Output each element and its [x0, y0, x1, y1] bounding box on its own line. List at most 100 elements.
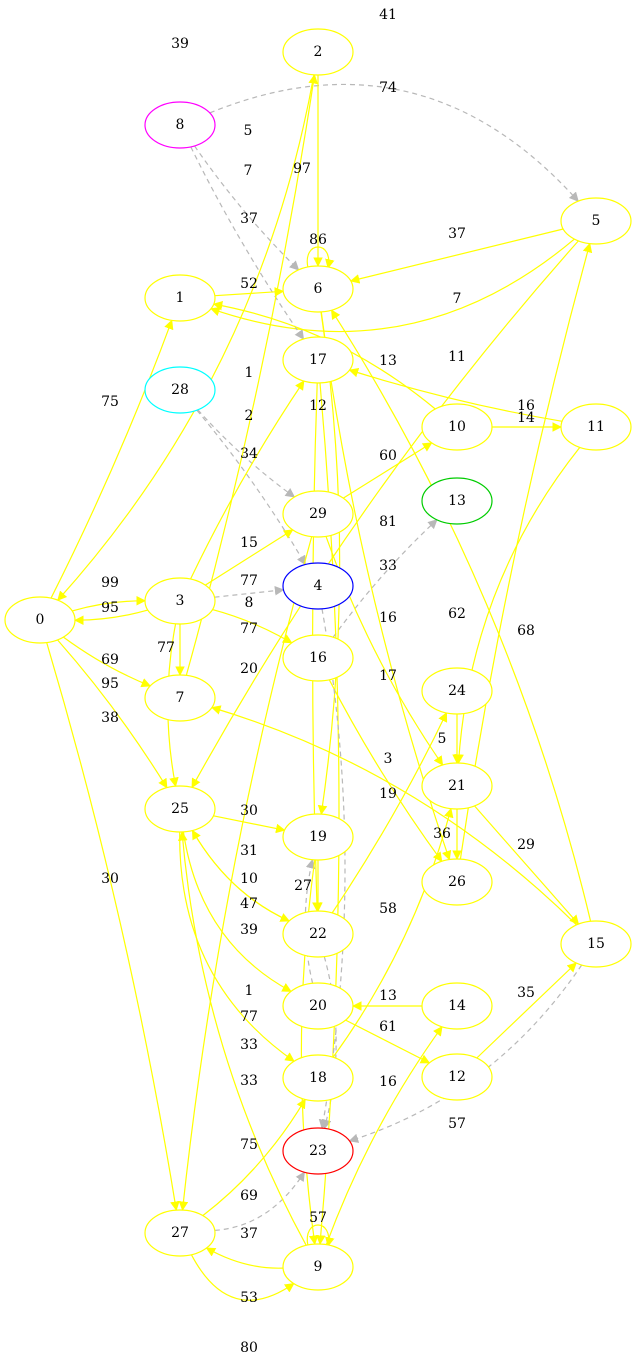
node-17[interactable]: 17 [282, 336, 354, 384]
node-27-label: 27 [171, 1225, 189, 1241]
edge-label-0-to-1: 75 [101, 394, 119, 410]
node-16-shape [282, 634, 354, 682]
edge-label-10-to-1: 13 [379, 353, 397, 369]
edge-label-3-to-25: 69 [101, 652, 119, 668]
node-19[interactable]: 19 [282, 813, 354, 861]
edge-22-to-23 [321, 956, 337, 1130]
node-29[interactable]: 29 [282, 490, 354, 538]
edge-label-15-to-23: 57 [448, 1116, 466, 1132]
node-23[interactable]: 23 [282, 1127, 354, 1175]
node-7[interactable]: 7 [144, 674, 216, 722]
node-15[interactable]: 15 [560, 920, 632, 968]
edge-21-to-15 [474, 805, 580, 925]
edge-5-to-6 [349, 228, 564, 284]
node-2[interactable]: 2 [282, 28, 354, 76]
node-9-label: 9 [314, 1259, 323, 1275]
node-13[interactable]: 13 [421, 477, 493, 525]
edge-label-25-to-18: 75 [240, 1137, 258, 1153]
edge-label-22-to-23: 1 [245, 983, 254, 999]
node-10[interactable]: 10 [421, 403, 493, 451]
node-25[interactable]: 25 [144, 785, 216, 833]
edge-22-to-24 [331, 712, 448, 914]
edge-label-17-to-9: 77 [240, 1009, 258, 1025]
edge-label-22-to-24: 19 [379, 786, 397, 802]
edge-label-27-to-9: 80 [240, 1340, 258, 1356]
node-2-shape [282, 28, 354, 76]
node-14[interactable]: 14 [421, 982, 493, 1030]
edge-label-21-to-26: 36 [433, 826, 451, 842]
edge-25-to-19 [213, 815, 286, 834]
edge-18-to-21 [332, 807, 454, 1058]
edge-label-14-to-20: 13 [379, 988, 397, 1004]
node-18-label: 18 [309, 1070, 327, 1086]
edge-label-15-to-6: 7 [453, 291, 462, 307]
edge-25-to-20 [182, 831, 292, 992]
node-4[interactable]: 4 [282, 562, 354, 610]
edge-label-3-to-29: 15 [240, 535, 258, 551]
node-26-shape [421, 858, 493, 906]
edge-label-29-to-10: 60 [379, 448, 397, 464]
edge-label-1-to-6: 52 [240, 276, 258, 292]
node-12-shape [421, 1053, 493, 1101]
edge-25-to-18 [179, 831, 295, 1062]
edge-label-8-to-6: 5 [244, 123, 253, 139]
edge-0-to-25 [57, 639, 168, 789]
node-3-shape [144, 577, 216, 625]
node-0-label: 0 [36, 612, 45, 628]
edge-label-4-to-23: 8 [245, 595, 254, 611]
node-22-label: 22 [309, 926, 327, 942]
node-0[interactable]: 0 [4, 596, 76, 644]
node-27[interactable]: 27 [144, 1209, 216, 1257]
edge-11-to-17 [348, 368, 563, 422]
node-8[interactable]: 8 [144, 101, 216, 149]
node-9[interactable]: 9 [282, 1243, 354, 1291]
node-6[interactable]: 6 [282, 265, 354, 313]
edge-3-to-16 [212, 609, 293, 644]
edge-3-to-29 [204, 529, 294, 586]
edge-label-25-to-20: 33 [240, 1037, 258, 1053]
node-11[interactable]: 11 [560, 403, 632, 451]
edge-label-12-to-15: 35 [517, 985, 535, 1001]
node-3[interactable]: 3 [144, 577, 216, 625]
edge-16-to-13 [332, 519, 438, 638]
edge-15-to-23 [348, 964, 583, 1143]
edge-27-to-18 [202, 1098, 306, 1217]
edge-label-8-to-17: 7 [244, 163, 253, 179]
edge-25-to-22 [191, 830, 291, 922]
node-21[interactable]: 21 [421, 762, 493, 810]
edge-4-to-23 [318, 608, 346, 1130]
node-24[interactable]: 24 [421, 667, 493, 715]
edge-label-5-to-6: 37 [448, 226, 466, 242]
node-22[interactable]: 22 [282, 910, 354, 958]
edge-9-to-27 [205, 1247, 284, 1269]
edge-label-16-to-13: 81 [379, 514, 397, 530]
node-18[interactable]: 18 [282, 1054, 354, 1102]
node-13-shape [421, 477, 493, 525]
edge-27-to-9 [190, 1254, 295, 1301]
node-8-label: 8 [176, 117, 185, 133]
node-5[interactable]: 5 [560, 197, 632, 245]
node-24-label: 24 [448, 683, 466, 699]
edge-label-3-to-7: 77 [157, 640, 175, 656]
edge-label-5-to-1: 74 [379, 80, 397, 96]
edge-label-8-to-5: 41 [379, 7, 397, 23]
edge-label-27-to-18: 69 [240, 1188, 258, 1204]
node-15-shape [560, 920, 632, 968]
edge-label-22-to-25: 10 [240, 871, 258, 887]
node-1[interactable]: 1 [144, 274, 216, 322]
node-20[interactable]: 20 [282, 982, 354, 1030]
node-12[interactable]: 12 [421, 1053, 493, 1101]
node-1-label: 1 [176, 290, 185, 306]
node-16[interactable]: 16 [282, 634, 354, 682]
node-5-shape [560, 197, 632, 245]
edge-12-to-15 [476, 962, 577, 1059]
node-5-label: 5 [592, 213, 601, 229]
edge-label-9-to-27: 37 [240, 1226, 258, 1242]
node-26[interactable]: 26 [421, 858, 493, 906]
node-21-shape [421, 762, 493, 810]
edge-label-11-to-17: 11 [448, 349, 466, 365]
node-28[interactable]: 28 [144, 366, 216, 414]
edge-label-15-to-7: 3 [384, 751, 393, 767]
node-19-shape [282, 813, 354, 861]
edge-2-to-0 [57, 74, 315, 601]
